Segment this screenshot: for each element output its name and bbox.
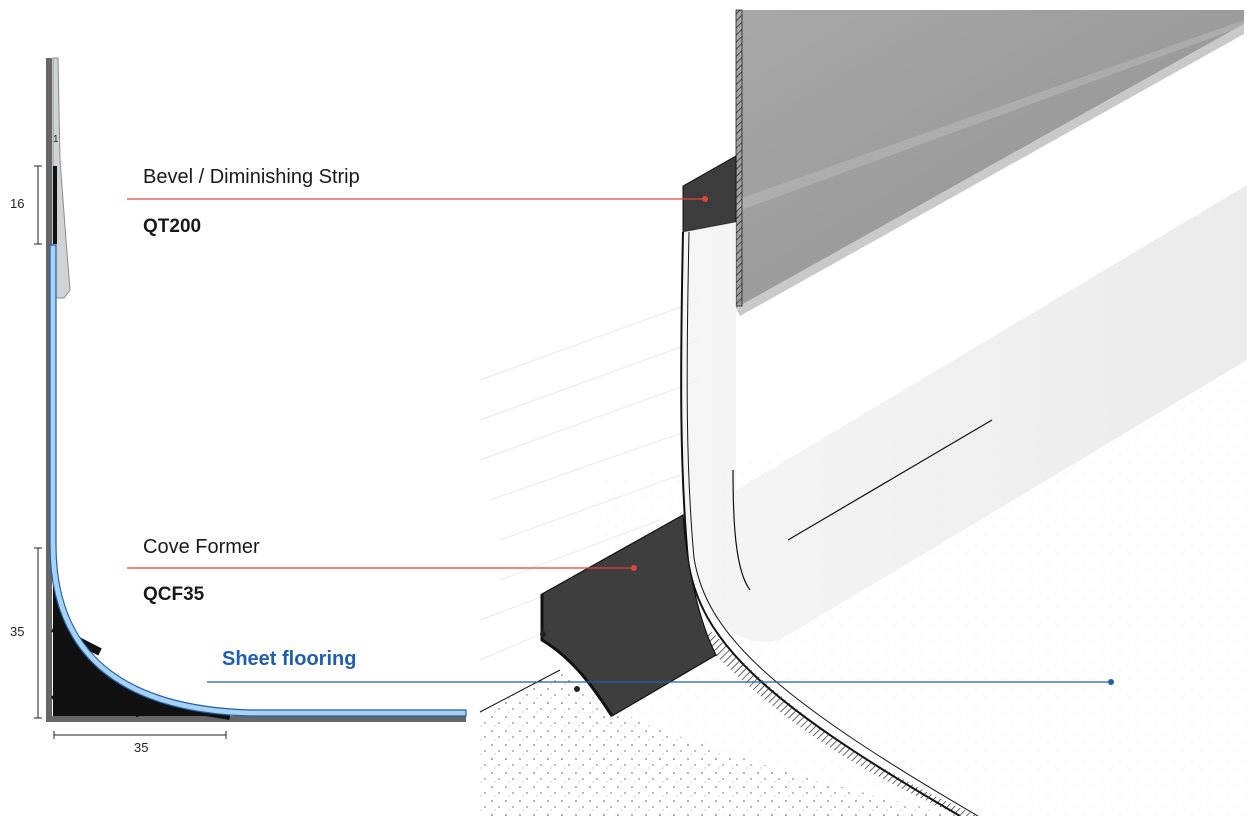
bevel-callout-dot	[702, 196, 708, 202]
sheet-callout-dot	[1108, 679, 1114, 685]
section-sheet-vinyl	[49, 244, 467, 717]
bevel-strip-3d	[682, 155, 737, 233]
concrete-substrate	[480, 670, 960, 816]
dim-cove-height: 35	[10, 624, 25, 639]
wall-panel	[736, 10, 1244, 308]
cove-former-name: Cove Former	[143, 536, 260, 558]
cross-section	[34, 57, 467, 739]
sheet-vinyl-3d	[681, 185, 1247, 642]
cove-former-code: QCF35	[143, 584, 205, 605]
dim-cove-width: 35	[134, 740, 149, 755]
dim-strip-height: 16	[10, 196, 25, 211]
section-wall	[46, 58, 52, 722]
dim-thickness: 1	[53, 134, 59, 145]
section-strip-core	[53, 166, 57, 244]
bevel-strip-code: QT200	[143, 216, 202, 237]
section-cove-former	[53, 560, 230, 716]
wall-panel-edge	[736, 24, 1244, 316]
bevel-strip-name: Bevel / Diminishing Strip	[143, 166, 360, 188]
cove-callout-dot	[631, 565, 637, 571]
perspective-view	[479, 9, 1247, 817]
sheet-flooring-label: Sheet flooring	[222, 648, 357, 670]
section-floor	[46, 716, 466, 722]
callout-lines	[127, 196, 1114, 685]
